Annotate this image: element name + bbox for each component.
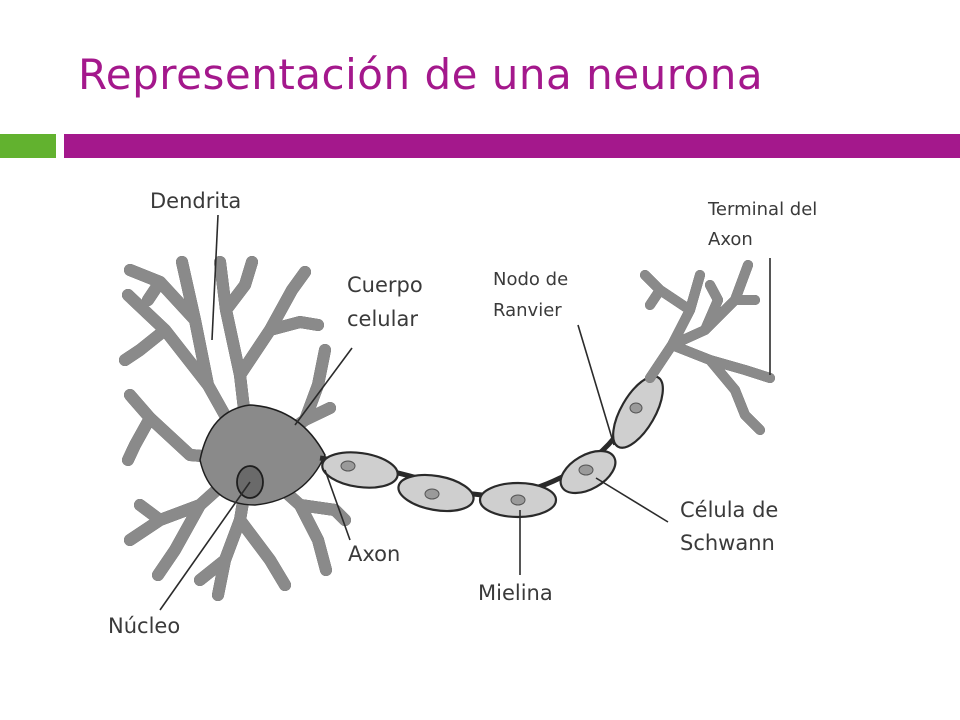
- label-celula-1: Célula de: [680, 498, 778, 522]
- myelin-sheath: [319, 375, 664, 519]
- accent-bar-green: [0, 134, 56, 158]
- slide-title: Representación de una neurona: [78, 50, 764, 99]
- dendrites: [119, 256, 351, 601]
- schwann-cell-1: [321, 451, 399, 489]
- schwann-nucleus-5: [629, 402, 643, 414]
- leader-lines: [159, 214, 771, 611]
- axon-terminal: [640, 260, 775, 435]
- label-terminal-1: Terminal del: [707, 199, 817, 220]
- label-terminal-2: Axon: [708, 229, 753, 250]
- label-axon: Axon: [348, 542, 400, 566]
- label-cuerpo-1: Cuerpo: [347, 273, 423, 297]
- label-nucleo: Núcleo: [108, 614, 180, 638]
- accent-bar-purple: [64, 134, 960, 158]
- schwann-nucleus-3: [510, 494, 526, 506]
- schwann-nucleus-4: [578, 464, 594, 476]
- label-celula-2: Schwann: [680, 531, 775, 555]
- label-nodo-1: Nodo de: [493, 269, 568, 290]
- label-mielina: Mielina: [478, 581, 553, 605]
- soma: [199, 404, 326, 506]
- label-dendrita: Dendrita: [150, 189, 241, 213]
- schwann-nucleus-2: [424, 488, 440, 500]
- label-nodo-2: Ranvier: [493, 300, 562, 321]
- label-cuerpo-2: celular: [347, 307, 418, 331]
- labels: Dendrita Cuerpo celular Nodo de Ranvier …: [108, 189, 817, 638]
- schwann-nucleus-1: [340, 460, 356, 472]
